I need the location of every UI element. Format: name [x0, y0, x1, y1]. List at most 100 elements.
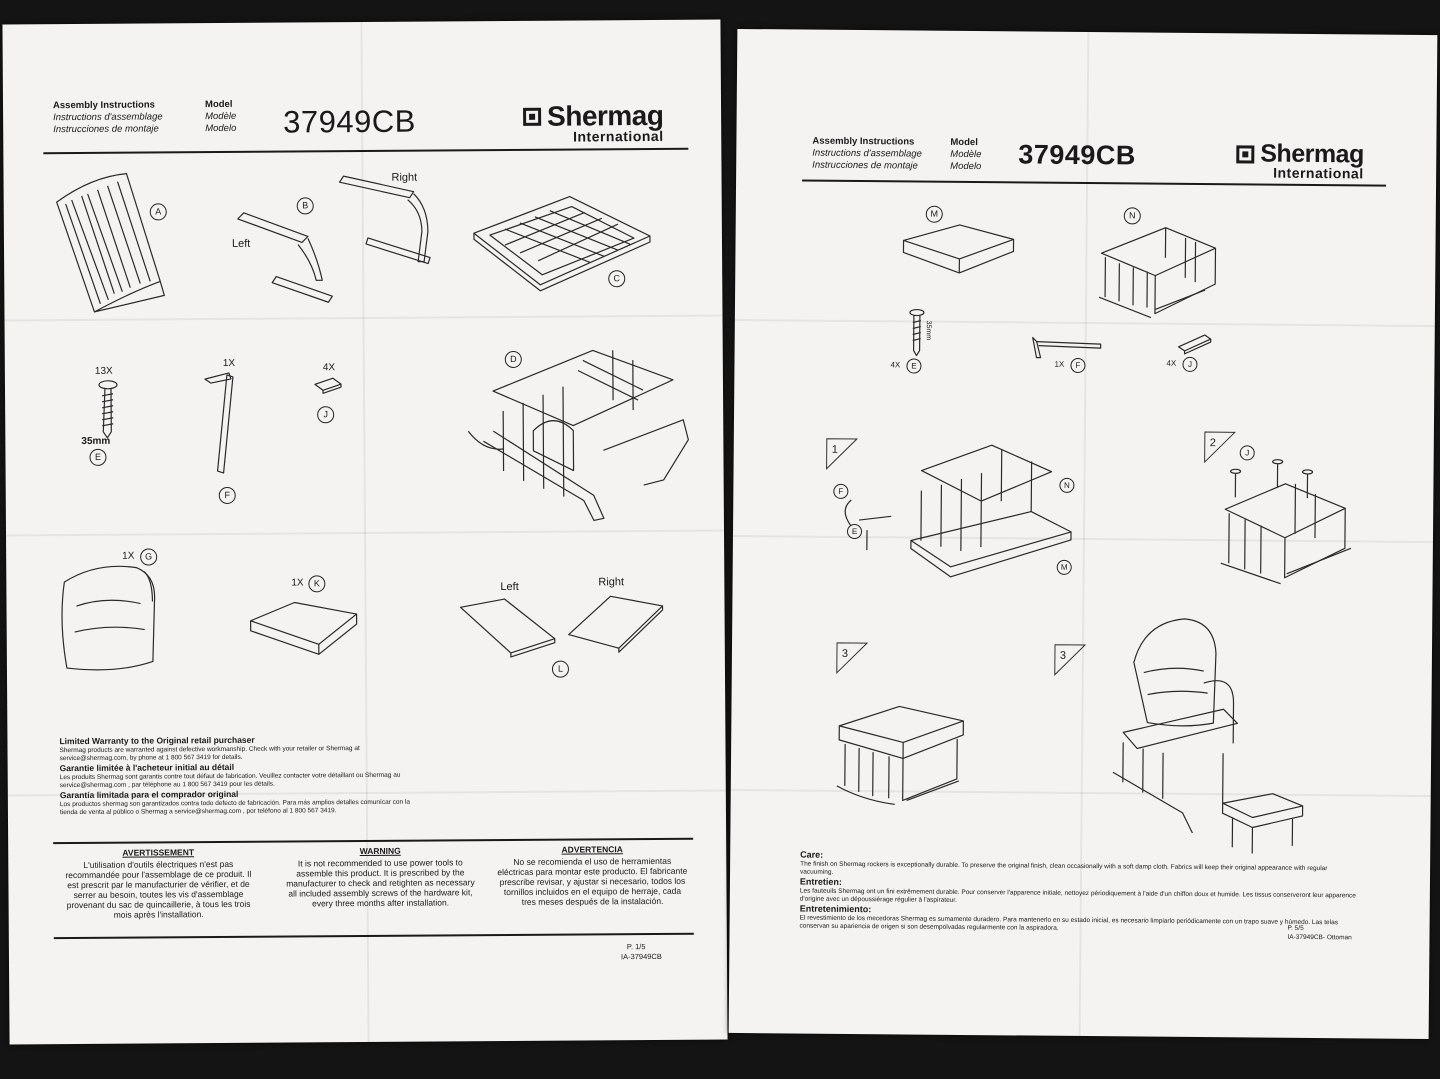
warning-fr-text: L'utilisation d'outils électriques n'est…	[65, 858, 252, 920]
step-3-ottoman-drawing	[836, 705, 964, 805]
step-1-label-n: N	[1059, 477, 1075, 493]
part-e-size: 35mm	[924, 320, 932, 341]
model-label-en: Model	[950, 136, 978, 149]
part-f-allen-key-drawing	[204, 372, 234, 474]
warranty-text-es: Los productos shermag son garantizados c…	[59, 798, 411, 817]
part-label-d: D	[504, 350, 522, 369]
part-label-l: L	[551, 660, 570, 678]
part-label-j: J	[317, 406, 335, 424]
part-j-quantity: 4X	[1166, 358, 1177, 368]
model-number: 37949CB	[283, 103, 417, 140]
step-3b-number: 3	[1059, 649, 1067, 662]
part-j-dowel-drawing	[1178, 334, 1212, 355]
warranty-section: Limited Warranty to the Original retail …	[59, 734, 420, 818]
part-label-a: A	[149, 203, 167, 221]
part-l-left-label: Left	[500, 580, 519, 594]
title-es: Instrucciones de montaje	[812, 159, 918, 172]
title-en: Assembly Instructions	[52, 99, 155, 112]
instruction-sheet-page-1: Assembly Instructions Instructions d'ass…	[2, 19, 728, 1045]
step-2-label-j: J	[1239, 445, 1255, 461]
part-d-glider-base-drawing	[467, 349, 689, 522]
part-g-quantity: 1X	[122, 550, 135, 562]
step-1-label-m: M	[1056, 559, 1072, 575]
shermag-logo: Shermag International	[523, 100, 664, 145]
part-label-f: F	[218, 486, 236, 505]
model-label-block: Model Modèle Modelo	[205, 99, 236, 135]
title-fr: Instructions d'assemblage	[812, 147, 922, 160]
part-f-quantity: 1X	[1054, 359, 1065, 369]
part-label-f: F	[1070, 357, 1086, 374]
title-en: Assembly Instructions	[812, 135, 915, 148]
part-j-dowel-drawing	[314, 377, 342, 394]
step-2-marker: 2	[1204, 431, 1237, 464]
part-label-j: J	[1182, 356, 1198, 372]
model-number: 37949CB	[1018, 139, 1137, 171]
step-1-label-f: F	[833, 483, 849, 499]
step-3a-marker: 3	[836, 642, 869, 675]
part-f-allen-key-drawing	[1032, 336, 1102, 359]
step-3a-number: 3	[841, 647, 849, 660]
title-block: Assembly Instructions Instructions d'ass…	[53, 99, 163, 136]
title-block: Assembly Instructions Instructions d'ass…	[812, 136, 922, 173]
part-e-screw-drawing	[909, 308, 925, 357]
document-code: IA-37949CB- Ottoman	[1287, 933, 1352, 942]
part-n-ottoman-base-drawing	[1098, 227, 1217, 319]
model-label-fr: Modèle	[950, 148, 982, 161]
part-b-left-label: Left	[231, 237, 251, 250]
page-number: P. 5/5	[1287, 924, 1304, 932]
logo-mark-icon	[1236, 144, 1255, 163]
step-3b-marker: 3	[1054, 644, 1087, 676]
part-e-quantity: 13X	[94, 365, 113, 377]
part-c-seat-frame-drawing	[473, 195, 651, 292]
part-k-quantity: 1X	[291, 577, 304, 589]
part-g-back-cushion-drawing	[61, 565, 156, 671]
part-label-c: C	[608, 270, 626, 288]
part-e-quantity: 4X	[890, 360, 901, 370]
step-2-number: 2	[1209, 437, 1216, 450]
warning-en-title: WARNING	[359, 845, 401, 857]
logo-mark-icon	[523, 107, 542, 126]
part-b-right-label: Right	[391, 171, 418, 184]
part-l-right-label: Right	[598, 576, 625, 589]
part-e-screw-drawing	[98, 380, 118, 439]
warning-en: WARNING It is not recommended to use pow…	[285, 845, 475, 909]
part-label-k: K	[308, 575, 326, 593]
shermag-logo: Shermag International	[1236, 139, 1364, 181]
warnings-box: AVERTISSEMENT L'utilisation d'outils éle…	[53, 837, 694, 940]
warning-fr: AVERTISSEMENT L'utilisation d'outils éle…	[63, 847, 253, 920]
warning-en-text: It is not recommended to use power tools…	[286, 857, 475, 909]
part-label-e: E	[89, 448, 107, 466]
part-l-arm-pads-drawing	[459, 595, 664, 658]
part-k-seat-cushion-drawing	[250, 601, 358, 655]
part-f-quantity: 1X	[222, 357, 236, 369]
part-j-quantity: 4X	[322, 362, 336, 374]
warning-fr-title: AVERTISSEMENT	[122, 847, 195, 858]
instruction-sheet-page-5: Assembly Instructions Instructions d'ass…	[728, 28, 1438, 1040]
document-code: IA-37949CB	[620, 951, 662, 962]
warning-es-text: No se recomienda el uso de herramientas …	[497, 855, 688, 907]
warning-es-title: ADVERTENCIA	[561, 844, 623, 855]
step-1-marker: 1	[826, 438, 859, 470]
model-label-es: Modelo	[950, 160, 982, 173]
part-m-cushion-drawing	[902, 224, 1015, 274]
brand-subtitle: International	[573, 127, 664, 145]
step-3-glider-with-ottoman-drawing	[1112, 618, 1304, 854]
model-label-block: Model Modèle Modelo	[950, 137, 981, 173]
page-number: P. 1/5	[626, 942, 646, 952]
step-2-assembly-drawing	[1220, 459, 1352, 585]
part-b-side-arms-drawing	[237, 175, 431, 303]
title-fr: Instructions d'assemblage	[53, 111, 163, 124]
model-label-es: Modelo	[205, 122, 237, 135]
part-label-e: E	[906, 358, 922, 374]
header-rule	[43, 147, 689, 155]
brand-subtitle: International	[1273, 164, 1364, 182]
model-label-fr: Modèle	[205, 110, 237, 123]
step-1-label-e: E	[846, 523, 863, 540]
title-es: Instrucciones de montaje	[53, 123, 159, 136]
model-label-en: Model	[204, 98, 233, 111]
care-section: Care: The finish on Shermag rockers is e…	[800, 850, 1361, 936]
step-1-assembly-drawing	[844, 444, 1072, 578]
warning-es: ADVERTENCIA No se recomienda el uso de h…	[497, 844, 687, 907]
part-label-b: B	[296, 197, 314, 215]
part-e-size: 35mm	[81, 435, 111, 447]
